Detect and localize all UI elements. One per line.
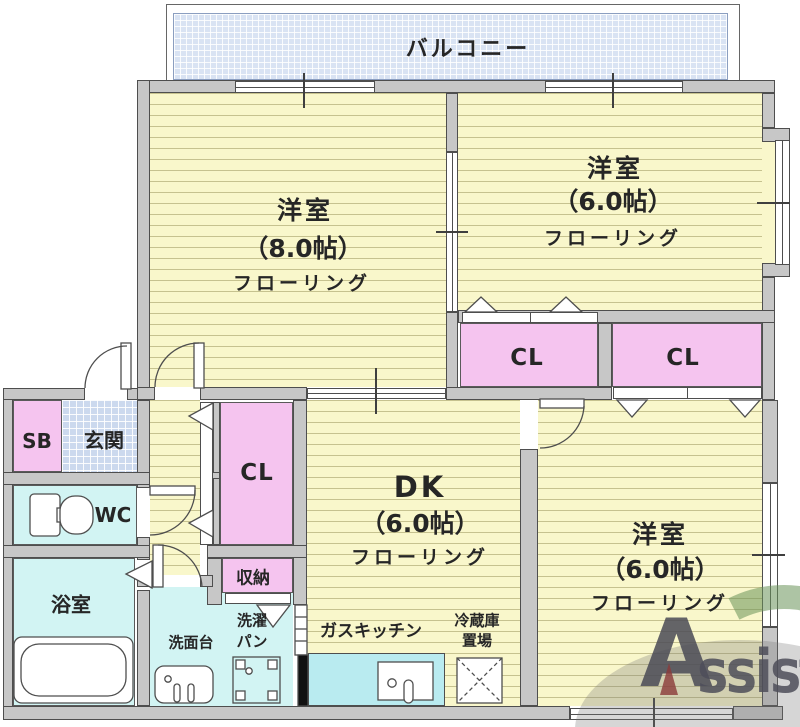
wall [3, 388, 85, 400]
window-tick [653, 698, 655, 727]
partition-door [294, 604, 308, 656]
laundry-label-2: パン [236, 632, 268, 651]
wall [446, 93, 458, 152]
wall [598, 323, 612, 387]
room-west-floor [150, 93, 446, 387]
watermark-text: ssist [697, 637, 800, 707]
window-tick [752, 554, 785, 556]
closet-southeast [612, 323, 762, 387]
shoebox-area [13, 400, 62, 472]
wall [200, 575, 213, 587]
closet-hall [220, 402, 293, 545]
wall [137, 575, 155, 587]
gas-kitchen-label: ガスキッチン [320, 621, 422, 642]
closet-hall-label: CL [240, 460, 274, 486]
closet-door [200, 402, 213, 545]
wall [293, 400, 307, 605]
wall [200, 387, 307, 400]
wall [762, 627, 778, 706]
wall [762, 93, 775, 128]
entrance-label: 玄関 [84, 428, 124, 453]
wall [137, 80, 150, 400]
wall [446, 387, 612, 400]
wall [733, 706, 783, 720]
room-west-floor-label: フローリング [232, 272, 372, 295]
washstand-label: 洗面台 [168, 633, 214, 652]
wall [137, 590, 150, 706]
room-west-name: 洋室 [276, 196, 334, 225]
storage-label: 収納 [236, 568, 270, 589]
wall [3, 545, 150, 558]
room-northeast-floor [458, 93, 762, 310]
window-tick [375, 368, 377, 414]
closet-door [613, 387, 762, 399]
shoebox-label: SB [22, 429, 52, 453]
window-tick [757, 202, 790, 204]
front-door-arc [84, 345, 128, 389]
storage-door [225, 593, 291, 604]
balcony-label: バルコニー [405, 37, 531, 62]
bath-label: 浴室 [51, 592, 91, 617]
closet-door [462, 312, 598, 323]
wc-label: WC [94, 503, 132, 527]
kitchen-counter [308, 653, 445, 706]
laundry-label-1: 洗濯 [236, 611, 268, 630]
wall [520, 449, 538, 706]
balcony-floor [173, 13, 728, 80]
wall [207, 545, 307, 558]
room-northeast-size: （6.0帖） [553, 187, 673, 216]
closet-northeast [460, 323, 598, 387]
wall [762, 263, 790, 277]
front-door-leaf [120, 342, 132, 390]
dk-name: DK [393, 470, 447, 504]
hallway-floor [150, 400, 200, 575]
closet-se-label: CL [666, 345, 700, 371]
fridge-label-2: 置場 [461, 631, 493, 650]
wall [3, 706, 570, 720]
room-southeast-floor-label: フローリング [590, 592, 730, 615]
closet-ne-label: CL [510, 345, 544, 371]
window [235, 81, 375, 93]
storage-area [222, 558, 293, 593]
watermark-red-accent [660, 663, 678, 695]
room-southeast-name: 洋室 [631, 520, 689, 549]
window [545, 81, 683, 93]
room-southeast-size: （6.0帖） [600, 555, 720, 584]
dk-size: （6.0帖） [360, 509, 480, 538]
wall [762, 277, 775, 400]
bath-floor [13, 558, 135, 706]
window-tick [303, 73, 305, 108]
fridge-label-1: 冷蔵庫 [454, 611, 500, 630]
window-tick [612, 73, 614, 108]
wall [137, 387, 155, 400]
wall [762, 400, 778, 483]
wall [137, 400, 150, 488]
entrance-floor [62, 400, 148, 472]
room-southeast-floor [538, 400, 762, 706]
room-west-size: （8.0帖） [243, 234, 363, 263]
window-tick [436, 231, 468, 233]
room-northeast-name: 洋室 [586, 154, 644, 183]
room-northeast-floor-label: フローリング [543, 227, 683, 250]
dk-floor-label: フローリング [350, 546, 490, 569]
wall [3, 472, 150, 485]
window [570, 708, 733, 720]
